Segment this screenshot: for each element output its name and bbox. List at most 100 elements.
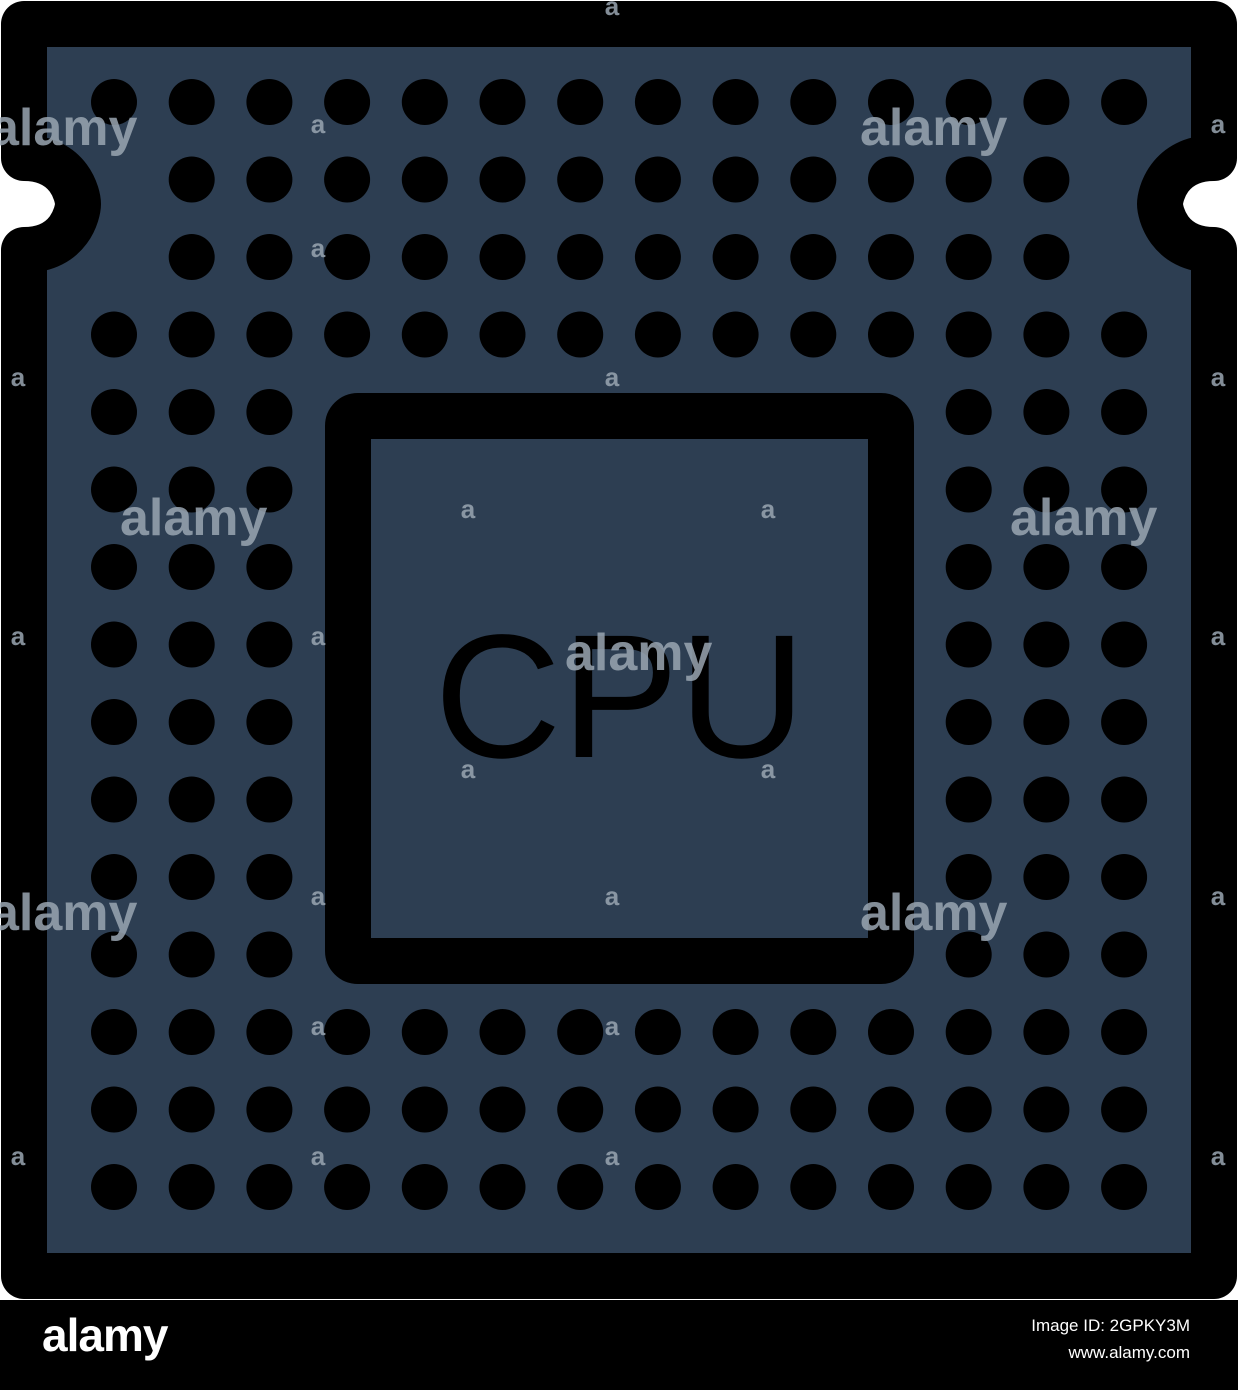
pin — [945, 389, 992, 435]
pin — [790, 1086, 837, 1133]
pin — [246, 544, 293, 590]
footer-bar: alamy Image ID: 2GPKY3M www.alamy.com — [0, 1300, 1238, 1390]
pin — [1101, 1009, 1148, 1055]
pin — [790, 156, 837, 203]
watermark-mark: a — [11, 621, 26, 651]
pin — [91, 1009, 137, 1055]
pin — [401, 311, 448, 358]
pin — [1023, 234, 1070, 280]
pin — [634, 1164, 681, 1210]
pin — [324, 156, 371, 203]
pin — [168, 931, 215, 978]
pin — [1101, 776, 1148, 823]
pin — [168, 776, 215, 823]
pin — [324, 1086, 371, 1133]
pin — [1023, 621, 1070, 668]
pin — [634, 156, 681, 203]
pin — [91, 1164, 137, 1210]
watermark-mark: a — [311, 1011, 326, 1041]
pin — [790, 311, 837, 358]
pin — [712, 1009, 759, 1055]
pin — [168, 79, 215, 125]
pin — [945, 1086, 992, 1133]
watermark-mark: a — [311, 109, 326, 139]
pin — [945, 234, 992, 280]
watermark-mark: a — [311, 1141, 326, 1171]
pin — [557, 311, 604, 358]
pin — [324, 1009, 371, 1055]
pin — [246, 1009, 293, 1055]
pin — [557, 1009, 604, 1055]
pin — [634, 234, 681, 280]
pin — [712, 311, 759, 358]
pin — [91, 311, 137, 358]
watermark-mark: a — [461, 754, 476, 784]
pin — [401, 156, 448, 203]
watermark-text: alamy — [0, 884, 138, 942]
pin — [324, 234, 371, 280]
pin — [1101, 1164, 1148, 1210]
pin — [168, 466, 215, 513]
pin — [945, 854, 992, 900]
watermark-mark: a — [311, 881, 326, 911]
pin — [868, 1009, 914, 1055]
pin — [168, 156, 215, 203]
pin — [324, 79, 371, 125]
pin — [1023, 699, 1070, 745]
watermark-mark: a — [11, 362, 26, 392]
watermark-mark: a — [311, 621, 326, 651]
pin — [401, 79, 448, 125]
watermark-mark: a — [605, 1141, 620, 1171]
pin — [868, 156, 914, 203]
pin — [246, 156, 293, 203]
pin — [868, 1164, 914, 1210]
pin — [945, 621, 992, 668]
pin — [557, 79, 604, 125]
pin — [479, 1086, 526, 1133]
pin — [168, 621, 215, 668]
watermark-text: alamy — [1010, 489, 1158, 547]
pin — [91, 621, 137, 668]
die-outline — [325, 393, 914, 984]
pin — [868, 234, 914, 280]
pin — [91, 466, 137, 513]
image-id: Image ID: 2GPKY3M — [1031, 1316, 1190, 1335]
pin — [168, 699, 215, 745]
pin — [246, 1086, 293, 1133]
pin — [246, 79, 293, 125]
pin — [479, 1009, 526, 1055]
pin — [479, 79, 526, 125]
pin — [712, 156, 759, 203]
pin — [1023, 1164, 1070, 1210]
pin — [1101, 854, 1148, 900]
pin — [1023, 931, 1070, 978]
brand-logo: alamy — [42, 1309, 168, 1361]
watermark-mark: a — [1211, 109, 1226, 139]
pin — [246, 389, 293, 435]
pin — [91, 699, 137, 745]
site-url: www.alamy.com — [1068, 1343, 1190, 1362]
pin — [868, 1086, 914, 1133]
pin — [557, 234, 604, 280]
pin — [246, 931, 293, 978]
cpu-label: CPU — [434, 599, 806, 795]
pin — [1023, 311, 1070, 358]
pin — [168, 234, 215, 280]
pin — [168, 389, 215, 435]
pin — [868, 311, 914, 358]
pin — [1101, 389, 1148, 435]
watermark-text: alamy — [120, 489, 268, 547]
pin — [91, 389, 137, 435]
watermark-mark: a — [1211, 362, 1226, 392]
watermark-text: alamy — [860, 884, 1008, 942]
pin — [634, 79, 681, 125]
watermark-mark: a — [311, 233, 326, 263]
pin — [479, 156, 526, 203]
pin — [1101, 931, 1148, 978]
pin — [91, 544, 137, 590]
pin — [91, 776, 137, 823]
watermark-text: alamy — [0, 99, 138, 157]
pin — [790, 1009, 837, 1055]
pin — [557, 1164, 604, 1210]
